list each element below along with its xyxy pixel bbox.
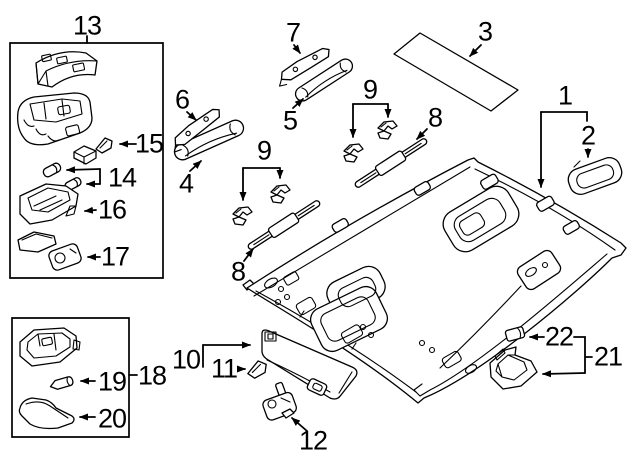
- headliner-panel: [243, 158, 626, 403]
- clip-9c: [343, 143, 364, 163]
- leader-lines: [187, 45, 592, 431]
- callout-8-left-rail[interactable]: 8: [230, 256, 246, 287]
- callout-3-panel[interactable]: 3: [477, 16, 493, 47]
- festoon-bulb: [49, 376, 74, 391]
- sunroof-bezel: [565, 155, 625, 198]
- callout-8-right-rail[interactable]: 8: [427, 102, 443, 133]
- callout-1-headliner[interactable]: 1: [557, 80, 573, 111]
- dome-lamp-housing: [20, 328, 80, 366]
- callout-9-left-clips[interactable]: 9: [256, 135, 272, 166]
- retainer-rail-left: [245, 196, 323, 254]
- callout-2-bezel[interactable]: 2: [580, 120, 596, 151]
- overhead-console: [18, 93, 92, 145]
- callout-21-cargo-lamp[interactable]: 21: [593, 341, 623, 372]
- clip-9a: [232, 206, 253, 226]
- map-lamp-housing: [20, 184, 78, 224]
- callout-14-bulbs[interactable]: 14: [107, 162, 137, 193]
- visor-hook-12: [261, 382, 297, 421]
- callout-20-dome-lens[interactable]: 20: [97, 403, 127, 434]
- lens-blank: [18, 232, 56, 252]
- sun-visor: [262, 330, 357, 399]
- clip-9b: [270, 184, 291, 204]
- callout-5-handle[interactable]: 5: [282, 105, 298, 136]
- switch-block: [74, 146, 96, 164]
- lens-15: [95, 137, 113, 154]
- callout-6-bracket[interactable]: 6: [174, 84, 190, 115]
- rear-console-cutout: [438, 181, 524, 257]
- callout-22-bulb[interactable]: 22: [544, 321, 574, 352]
- roof-panel-pad: [394, 33, 518, 111]
- callout-13-console-box[interactable]: 13: [72, 10, 102, 41]
- dome-lamp-group-box: [12, 318, 137, 437]
- overhead-console-group-box: [10, 36, 163, 278]
- cargo-lamp-housing: [490, 347, 537, 389]
- rear-right-plate: [515, 248, 563, 292]
- clip-9d: [377, 120, 398, 140]
- callout-9-right-clips[interactable]: 9: [362, 74, 378, 105]
- cargo-lamp-bulb: [505, 326, 525, 341]
- callout-4-handle[interactable]: 4: [178, 168, 194, 199]
- lens-17: [47, 242, 82, 271]
- callout-12-hook[interactable]: 12: [298, 425, 328, 456]
- callout-16-map-lamp[interactable]: 16: [97, 194, 127, 225]
- dome-lens: [19, 398, 74, 429]
- callout-15-lens[interactable]: 15: [134, 128, 164, 159]
- callout-19-festoon-bulb[interactable]: 19: [97, 366, 127, 397]
- callout-17-lens[interactable]: 17: [100, 241, 130, 272]
- callout-7-bracket[interactable]: 7: [285, 17, 301, 48]
- visor-clip-11: [247, 360, 267, 379]
- callout-18-dome-lamp-box[interactable]: 18: [137, 360, 167, 391]
- sunglass-holder: [36, 52, 97, 87]
- callout-11-clip[interactable]: 11: [210, 353, 238, 384]
- bulb-14a: [41, 161, 63, 179]
- callout-10-visor[interactable]: 10: [171, 344, 201, 375]
- retainer-rail-right: [352, 134, 430, 192]
